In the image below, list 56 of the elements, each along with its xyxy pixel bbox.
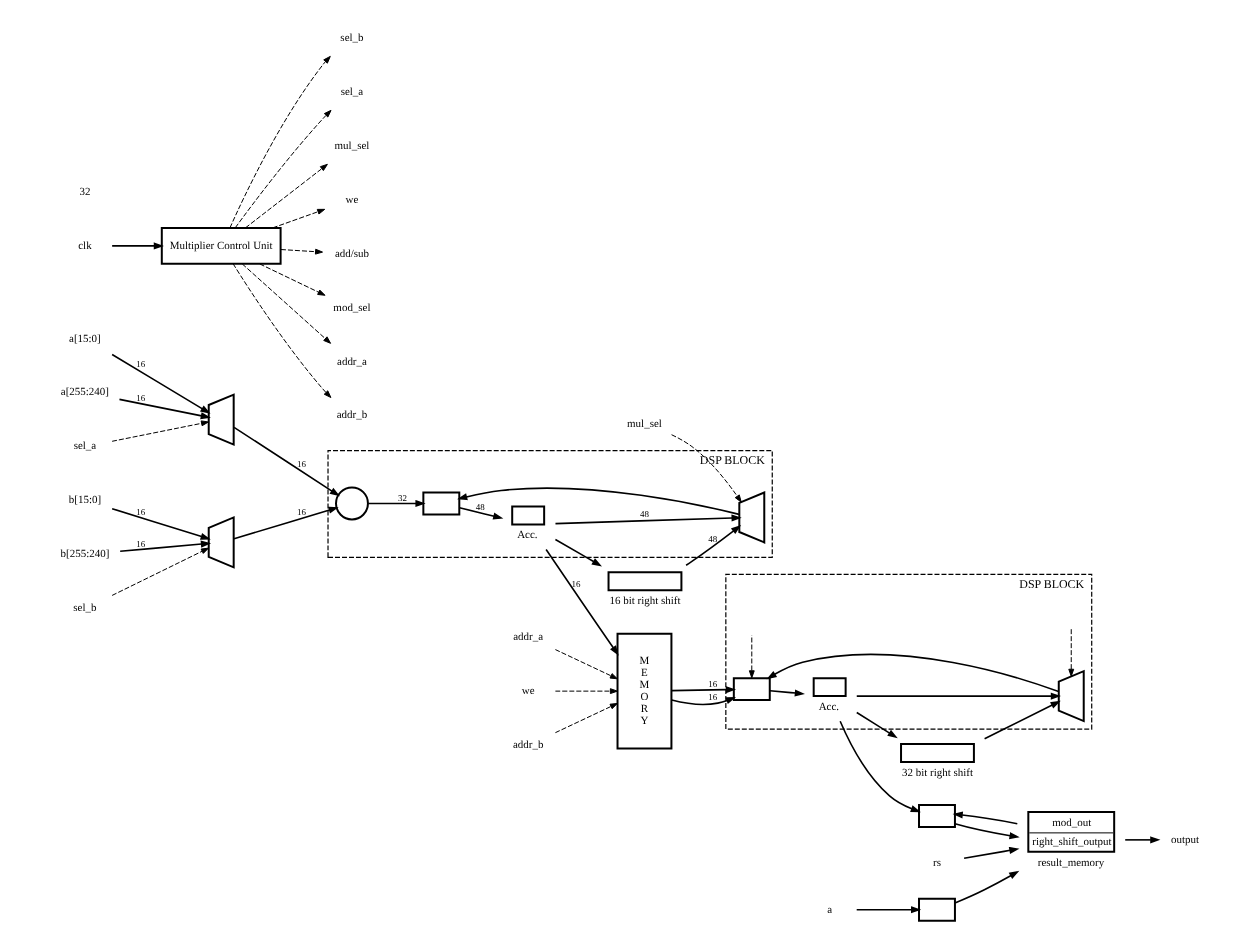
arrow xyxy=(747,634,754,679)
arrow xyxy=(838,720,920,813)
node-box xyxy=(917,803,955,828)
arrow xyxy=(110,242,163,250)
arrow xyxy=(765,653,1059,693)
arrow xyxy=(953,822,1019,840)
arrow xyxy=(553,514,741,525)
arrow xyxy=(110,547,208,596)
arrow xyxy=(669,697,736,706)
node-trapezium xyxy=(206,393,234,447)
arrow xyxy=(244,163,327,229)
arrow xyxy=(231,263,331,399)
arrow xyxy=(670,434,741,503)
arrow xyxy=(240,263,331,344)
arrow xyxy=(232,426,339,497)
arrow xyxy=(768,689,804,697)
arrow xyxy=(457,506,503,520)
arrow xyxy=(110,420,208,442)
arrow xyxy=(854,692,1060,700)
arrow xyxy=(258,263,325,296)
node-trapezium xyxy=(737,490,765,544)
node-box xyxy=(731,677,770,702)
arrow xyxy=(553,688,617,695)
node-box xyxy=(421,491,460,516)
node-circle xyxy=(334,486,368,521)
arrow xyxy=(271,208,325,229)
node-box xyxy=(811,677,846,698)
arrow xyxy=(553,702,617,734)
arrow xyxy=(366,499,425,508)
arrow xyxy=(279,248,322,255)
arrow xyxy=(117,398,210,420)
node-box xyxy=(606,571,682,592)
arrow xyxy=(118,540,211,553)
arrow xyxy=(982,700,1060,740)
node-box xyxy=(510,505,545,526)
arrow xyxy=(456,487,739,516)
arrow xyxy=(1067,627,1074,677)
arrow xyxy=(228,55,330,229)
arrow xyxy=(110,507,210,540)
arrow xyxy=(110,353,210,414)
arrow xyxy=(962,846,1019,860)
arrow xyxy=(951,811,1018,825)
arrow xyxy=(232,506,338,540)
arrow xyxy=(854,711,897,739)
arrow xyxy=(233,109,331,229)
arrow xyxy=(544,548,618,656)
node-box xyxy=(899,743,974,763)
arrow xyxy=(553,538,601,567)
arrow xyxy=(953,870,1019,904)
arrow xyxy=(669,686,736,694)
arrow xyxy=(1123,836,1160,844)
arrow xyxy=(854,906,921,914)
arrow xyxy=(684,525,741,567)
node-trapezium xyxy=(206,515,234,569)
node-box xyxy=(917,897,955,922)
arrow xyxy=(553,649,617,680)
